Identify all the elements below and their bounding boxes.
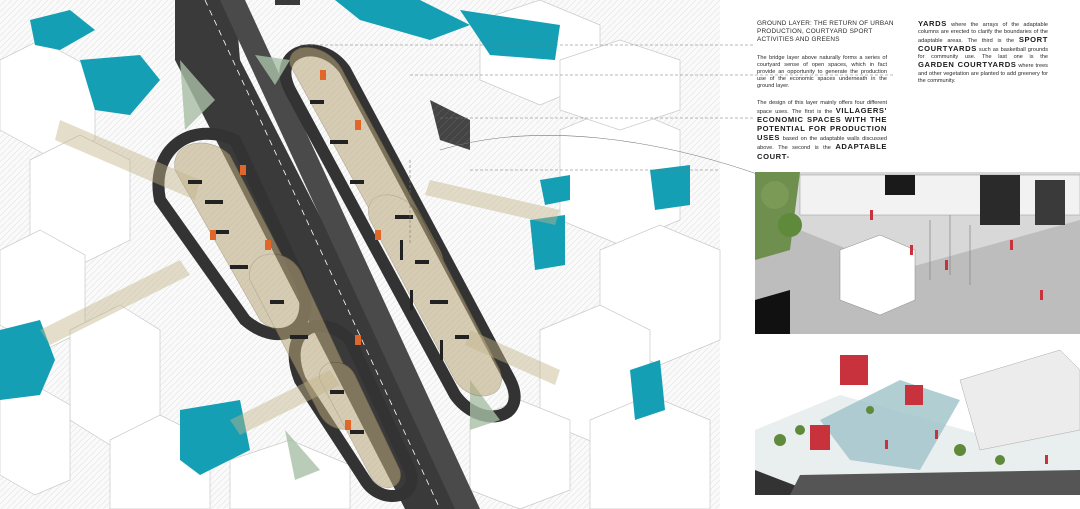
pedestrian-bridges (40, 120, 560, 435)
highlight-sport-courtyards: SPORT COURTYARDS (918, 35, 1048, 54)
section-heading: GROUND LAYER: THE RETURN OF URBAN PRODUC… (757, 20, 894, 43)
adaptable-walls (188, 100, 469, 434)
highlight-adaptable-courtyards-end: YARDS (918, 19, 947, 28)
paragraph-space-uses-intro: The design of this layer mainly offers f… (757, 100, 887, 116)
paragraph-space-uses-after1: based on the adaptable walls discussed a… (757, 136, 888, 152)
paragraph-continued-after3: such as basketball grounds for community… (918, 47, 1048, 61)
production-units (210, 70, 381, 430)
paragraph-bridge-layer: The bridge layer above naturally forms a… (757, 55, 887, 90)
teal-public-surfaces (0, 0, 690, 475)
highlight-garden-courtyards: GARDEN COURTYARDS (918, 60, 1017, 70)
paragraph-space-uses-continued: YARDS where the arrays of the adaptable … (918, 20, 1048, 85)
site-plan-axonometric (0, 0, 895, 509)
callout-leader-lines (299, 44, 895, 245)
callout-curve (439, 135, 761, 176)
paragraph-space-uses: The design of this layer mainly offers f… (757, 100, 887, 162)
paragraph-continued-after2: where the arrays of the adaptable column… (918, 22, 1048, 45)
highlight-villagers-economic-spaces: VILLAGERS' ECONOMIC SPACES WITH THE POTE… (757, 106, 887, 143)
paragraph-continued-after4: where trees and other vegetation are pla… (918, 63, 1048, 84)
highlight-adaptable-courtyards-start: ADAPTABLE COURT- (757, 142, 887, 161)
inset-perspective-courtyard-garden (755, 349, 1080, 495)
inset-perspective-villager-economic-space (755, 172, 1080, 334)
